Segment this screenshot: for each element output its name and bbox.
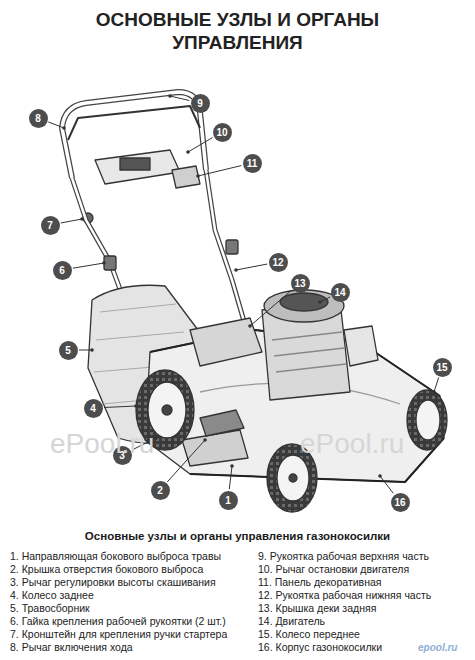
watermark: ePool.ru [50,428,154,460]
leader-line [61,219,82,223]
part-list-item: 15. Колесо переднее [258,628,360,641]
leader-dot [432,390,436,394]
leader-line [434,377,439,392]
leader-dot [378,474,382,478]
callout-number: 16 [391,493,410,512]
part-list-item: 11. Панель декоративная [258,576,381,589]
leader-line [236,264,267,270]
leader-dot [168,94,172,98]
part-list-item: 7. Кронштейн для крепления ручки стартер… [10,628,227,641]
leader-dot [203,438,207,442]
callout-number: 5 [59,341,78,360]
part-list-item: 16. Корпус газонокосилки [258,641,382,654]
leader-line [48,122,64,128]
part-list-item: 2. Крышка отверстия бокового выброса [10,563,203,576]
leader-line [198,166,241,176]
leader-dot [248,324,252,328]
leader-dot [196,174,200,178]
callout-number: 8 [29,109,48,128]
callout-number: 15 [433,358,452,377]
callout-number: 13 [291,274,310,293]
part-list-item: 9. Рукоятка рабочая верхняя часть [258,550,429,563]
leader-dot [62,126,66,130]
callout-number: 2 [151,481,170,500]
leader-line [167,440,205,482]
part-list-item: 6. Гайка крепления рабочей рукоятки (2 ш… [10,615,226,628]
leader-line [79,350,92,351]
callout-number: 4 [84,399,103,418]
callout-number: 10 [213,123,232,142]
leader-dot [230,464,234,468]
leader-dot [102,261,106,265]
part-list-item: 13. Крышка деки задняя [258,602,376,615]
leader-dot [80,217,84,221]
leader-line [170,96,189,101]
leader-dot [186,150,190,154]
leader-line [188,138,213,152]
part-list-item: 10. Рычаг остановки двигателя [258,563,409,576]
leader-line [380,476,393,493]
callout-number: 9 [191,94,210,113]
part-list-item: 5. Травосборник [10,602,90,615]
leader-dot [234,268,238,272]
callout-number: 6 [53,261,72,280]
part-list-item: 12. Рукоятка рабочая нижняя часть [258,589,431,602]
leader-dot [134,404,138,408]
leader-dot [318,300,322,304]
callout-number: 12 [269,253,288,272]
callout-number: 14 [331,283,350,302]
part-list-item: 1. Направляющая бокового выброса травы [10,550,221,563]
title: ОСНОВНЫЕ УЗЛЫ И ОРГАНЫ УПРАВЛЕНИЯ [60,8,415,54]
watermark-logo: epool.ru [418,642,457,653]
leader-line [229,466,232,489]
leader-line [250,290,292,326]
leader-dot [90,348,94,352]
watermark: ePool.ru [300,428,404,460]
callout-number: 11 [243,154,262,173]
leader-dot [154,436,158,440]
part-list-item: 4. Колесо заднее [10,589,94,602]
part-list-item: 8. Рычаг включения хода [10,641,133,654]
callout-number: 7 [41,216,60,235]
part-list-item: 14. Двигатель [258,615,325,628]
callout-number: 1 [219,491,238,510]
part-list-item: 3. Рычаг регулировки высоты скашивания [10,576,216,589]
leader-line [73,263,104,268]
caption: Основные узлы и органы управления газоно… [10,530,465,542]
leader-line [104,406,136,407]
